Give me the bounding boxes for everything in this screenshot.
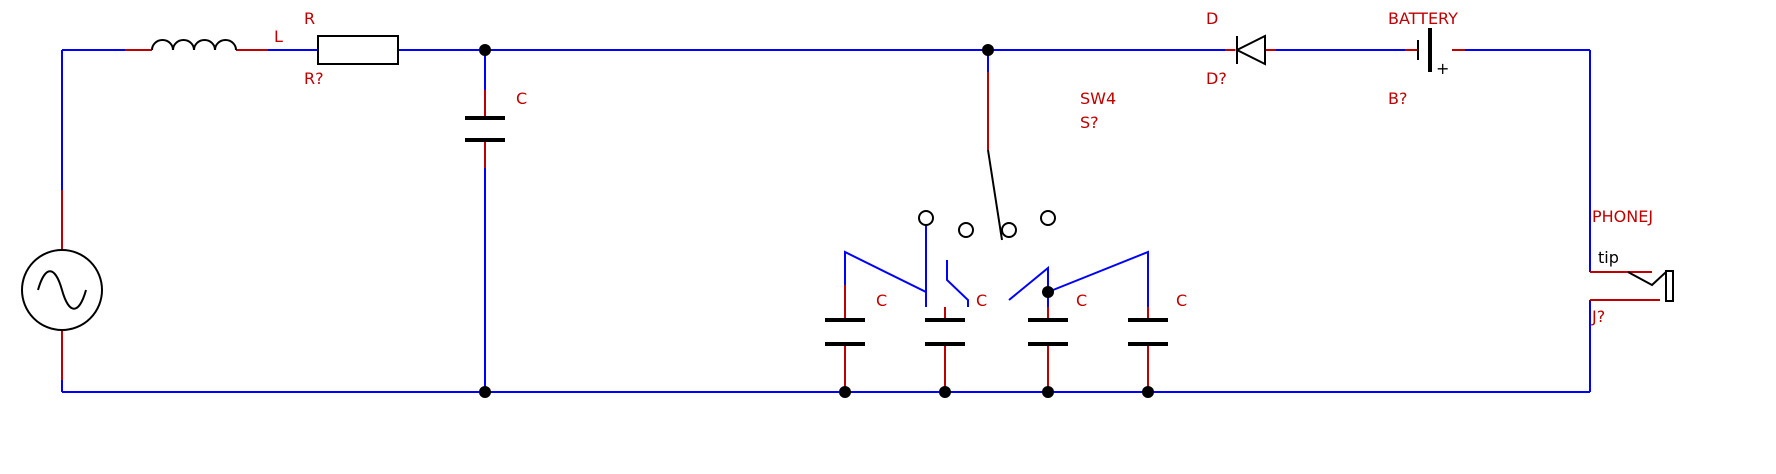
bank-capacitor-4-symbol: [1128, 318, 1168, 346]
junction-dot: [1042, 286, 1054, 298]
junction-dots: [479, 44, 1154, 398]
resistor-symbol: [317, 35, 399, 65]
filter-capacitor-symbol: [465, 116, 505, 142]
bank-capacitor-2-symbol: [925, 318, 965, 346]
rotary-switch-symbol: [918, 149, 1056, 241]
resistor-ref-label: R: [304, 9, 315, 28]
battery-polarity-label: +: [1436, 59, 1449, 78]
phone-jack-symbol: [1627, 269, 1674, 302]
diode-symbol: [1234, 34, 1266, 66]
junction-dot: [1042, 386, 1054, 398]
switch-contact-1: [918, 210, 934, 226]
switch-ref-label: SW4: [1080, 89, 1116, 108]
battery-symbol: [1417, 28, 1432, 72]
bank-capacitor-1-symbol: [825, 318, 865, 346]
inductor-symbol: [151, 39, 237, 51]
junction-dot: [982, 44, 994, 56]
phone-jack-ref-label: PHONEJ: [1592, 207, 1653, 226]
junction-dot: [939, 386, 951, 398]
battery-ref-label: BATTERY: [1388, 9, 1458, 28]
diode-designator-label: D?: [1206, 69, 1227, 88]
wires: [61, 49, 1591, 393]
bank-capacitor-3-ref-label: C: [1076, 291, 1087, 310]
switch-contact-4: [1040, 210, 1056, 226]
switch-contact-3: [1001, 222, 1017, 238]
junction-dot: [479, 44, 491, 56]
ac-source-symbol: [21, 249, 103, 331]
pin-stubs: [61, 49, 1660, 392]
phone-jack-designator-label: J?: [1591, 307, 1605, 326]
battery-designator-label: B?: [1388, 89, 1407, 108]
capacitor-bank: [825, 318, 1168, 346]
bank-capacitor-3-symbol: [1028, 318, 1068, 346]
inductor-ref-label: L: [274, 27, 283, 46]
phone-jack-pin-label: tip: [1598, 248, 1619, 267]
switch-contact-2: [958, 222, 974, 238]
bank-capacitor-4-ref-label: C: [1176, 291, 1187, 310]
junction-dot: [839, 386, 851, 398]
filter-capacitor-ref-label: C: [516, 89, 527, 108]
diode-ref-label: D: [1206, 9, 1218, 28]
bank-capacitor-2-ref-label: C: [976, 291, 987, 310]
junction-dot: [479, 386, 491, 398]
resistor-designator-label: R?: [304, 69, 324, 88]
junction-dot: [1142, 386, 1154, 398]
bank-capacitor-1-ref-label: C: [876, 291, 887, 310]
switch-designator-label: S?: [1080, 113, 1099, 132]
